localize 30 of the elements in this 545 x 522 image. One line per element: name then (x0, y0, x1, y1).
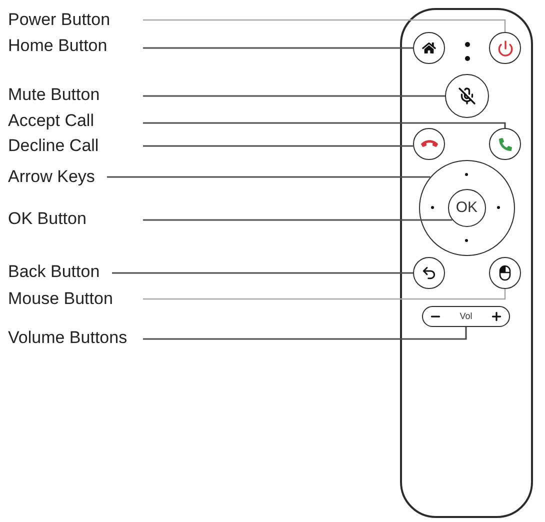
remote-control-body (400, 8, 533, 518)
power-button (489, 32, 521, 64)
back-button (413, 257, 445, 289)
leader-line (143, 289, 506, 300)
part-label: Arrow Keys (8, 167, 95, 187)
mute-button (445, 74, 489, 118)
part-label: Home Button (8, 36, 108, 56)
ok-button: OK (448, 188, 486, 227)
leader-line (143, 219, 452, 221)
leader-line (112, 272, 413, 274)
leader-line (143, 122, 506, 128)
leader-line (143, 47, 413, 49)
leader-line (107, 176, 430, 178)
part-label: Mouse Button (8, 289, 113, 309)
leader-line (143, 327, 467, 340)
leader-line (143, 95, 445, 97)
part-label: OK Button (8, 209, 86, 229)
home-button (413, 32, 445, 64)
part-label: Accept Call (8, 111, 94, 131)
part-label: Back Button (8, 262, 100, 282)
mouse-button (489, 257, 521, 289)
leader-line (143, 19, 506, 32)
part-label: Power Button (8, 10, 110, 30)
part-label: Decline Call (8, 136, 99, 156)
part-label: Mute Button (8, 85, 100, 105)
decline-call-button (413, 128, 445, 160)
part-label: Volume Buttons (8, 328, 128, 348)
accept-call-button (489, 128, 521, 160)
leader-line (143, 145, 414, 147)
volume-rocker: Vol (422, 306, 510, 327)
